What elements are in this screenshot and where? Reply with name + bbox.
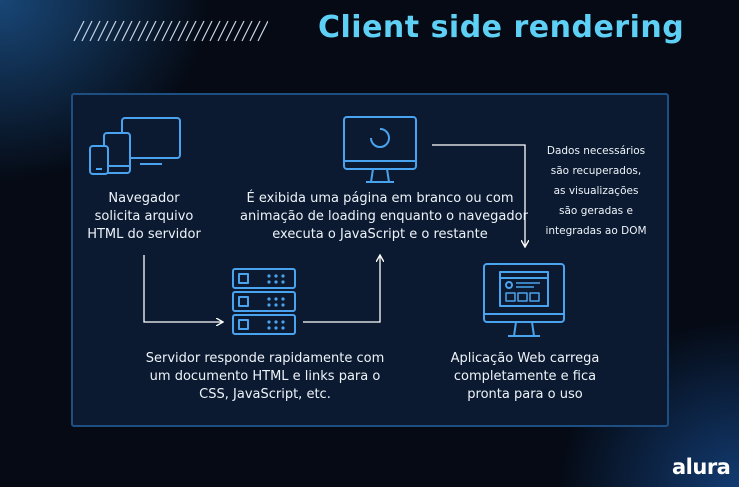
alura-logo: alura (672, 455, 731, 479)
devices-icon (89, 117, 181, 175)
decorative-hatch (73, 20, 268, 42)
app-step-text: Aplicação Web carrega completamente e fi… (450, 351, 600, 402)
arrow-server-to-blank-page (303, 256, 380, 323)
data-step-text: Dados necessários são recuperados, as vi… (545, 145, 647, 237)
server-icon (232, 268, 296, 335)
arrow-browser-to-server (143, 255, 222, 322)
browser-step-text: Navegador solicita arquivo HTML do servi… (87, 191, 201, 242)
diagram-panel (71, 93, 669, 427)
webapp-monitor-icon (483, 263, 565, 337)
server-step-text: Servidor responde rapidamente com um doc… (145, 351, 385, 402)
blank-page-step-text: É exibida uma página em branco ou com an… (240, 191, 528, 242)
page-title: Client side rendering (318, 10, 685, 45)
loading-monitor-icon (343, 116, 417, 183)
arrow-blank-page-to-app (432, 144, 525, 246)
